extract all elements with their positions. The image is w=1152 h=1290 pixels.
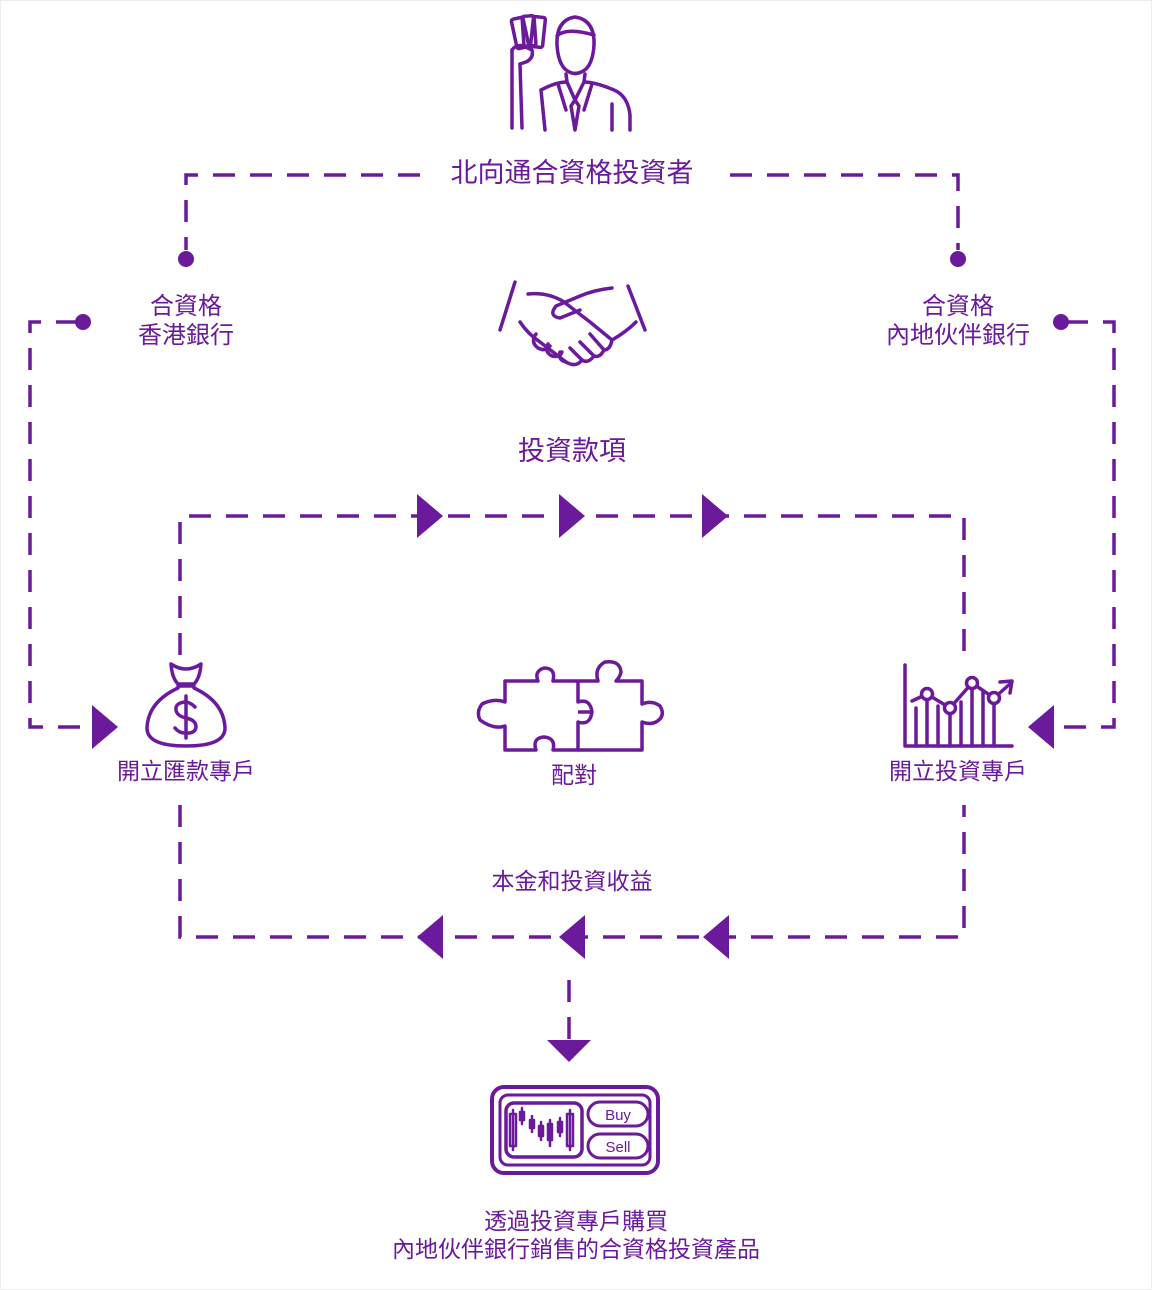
connector-investor-to-partner-bank — [730, 173, 960, 250]
investor-label: 北向通合資格投資者 — [442, 158, 702, 191]
arrow-into-remittance — [92, 705, 118, 749]
connector-funds-flow — [178, 514, 966, 655]
hk-bank-top-dot — [178, 251, 194, 267]
arrow-funds-3 — [702, 494, 728, 538]
partner-bank-label-line1: 合資格 — [922, 292, 994, 320]
arrow-funds-2 — [559, 494, 585, 538]
purchase-label-line2: 內地伙伴銀行銷售的合資格投資產品 — [392, 1237, 760, 1264]
arrow-funds-1 — [417, 494, 443, 538]
remittance-account-label: 開立匯款專戶 — [117, 759, 255, 785]
hk-bank-side-dot — [75, 314, 91, 330]
buy-button — [586, 1100, 650, 1128]
partner-bank-label: 合資格 內地伙伴銀行 — [886, 292, 1030, 351]
money-bag-icon — [145, 662, 227, 748]
purchase-label: 透過投資專戶購買 內地伙伴銀行銷售的合資格投資產品 — [392, 1208, 760, 1264]
funds-flow-label: 投資款項 — [518, 436, 626, 467]
partner-bank-side-dot — [1053, 314, 1069, 330]
hk-bank-label-line1: 合資格 — [150, 292, 222, 320]
investment-account-label: 開立投資專戶 — [889, 759, 1027, 785]
hk-bank-label: 合資格 香港銀行 — [138, 292, 234, 351]
partner-bank-top-dot — [950, 251, 966, 267]
growth-chart-icon — [903, 663, 1014, 748]
connector-hk-bank-to-remittance — [28, 320, 95, 729]
hk-bank-label-line2: 香港銀行 — [138, 321, 234, 350]
handshake-icon — [498, 280, 647, 367]
connector-partner-bank-to-investment — [1055, 320, 1116, 729]
buy-label: Buy — [605, 1107, 631, 1124]
return-flow-label: 本金和投資收益 — [491, 869, 653, 895]
matching-label: 配對 — [551, 763, 597, 789]
arrow-return-2 — [559, 915, 585, 959]
businessman-holding-cash-icon — [509, 14, 632, 132]
puzzle-pieces-icon — [476, 659, 664, 752]
sell-label: Sell — [605, 1139, 630, 1156]
arrow-into-purchase — [547, 1040, 591, 1062]
arrow-return-1 — [703, 915, 729, 959]
partner-bank-label-line2: 內地伙伴銀行 — [886, 321, 1030, 350]
trading-panel-icon — [490, 1085, 660, 1175]
arrow-into-investment — [1028, 705, 1054, 749]
arrow-return-3 — [417, 915, 443, 959]
sell-button — [586, 1132, 650, 1160]
connector-investor-to-hk-bank — [184, 173, 420, 250]
purchase-label-line1: 透過投資專戶購買 — [484, 1209, 668, 1235]
